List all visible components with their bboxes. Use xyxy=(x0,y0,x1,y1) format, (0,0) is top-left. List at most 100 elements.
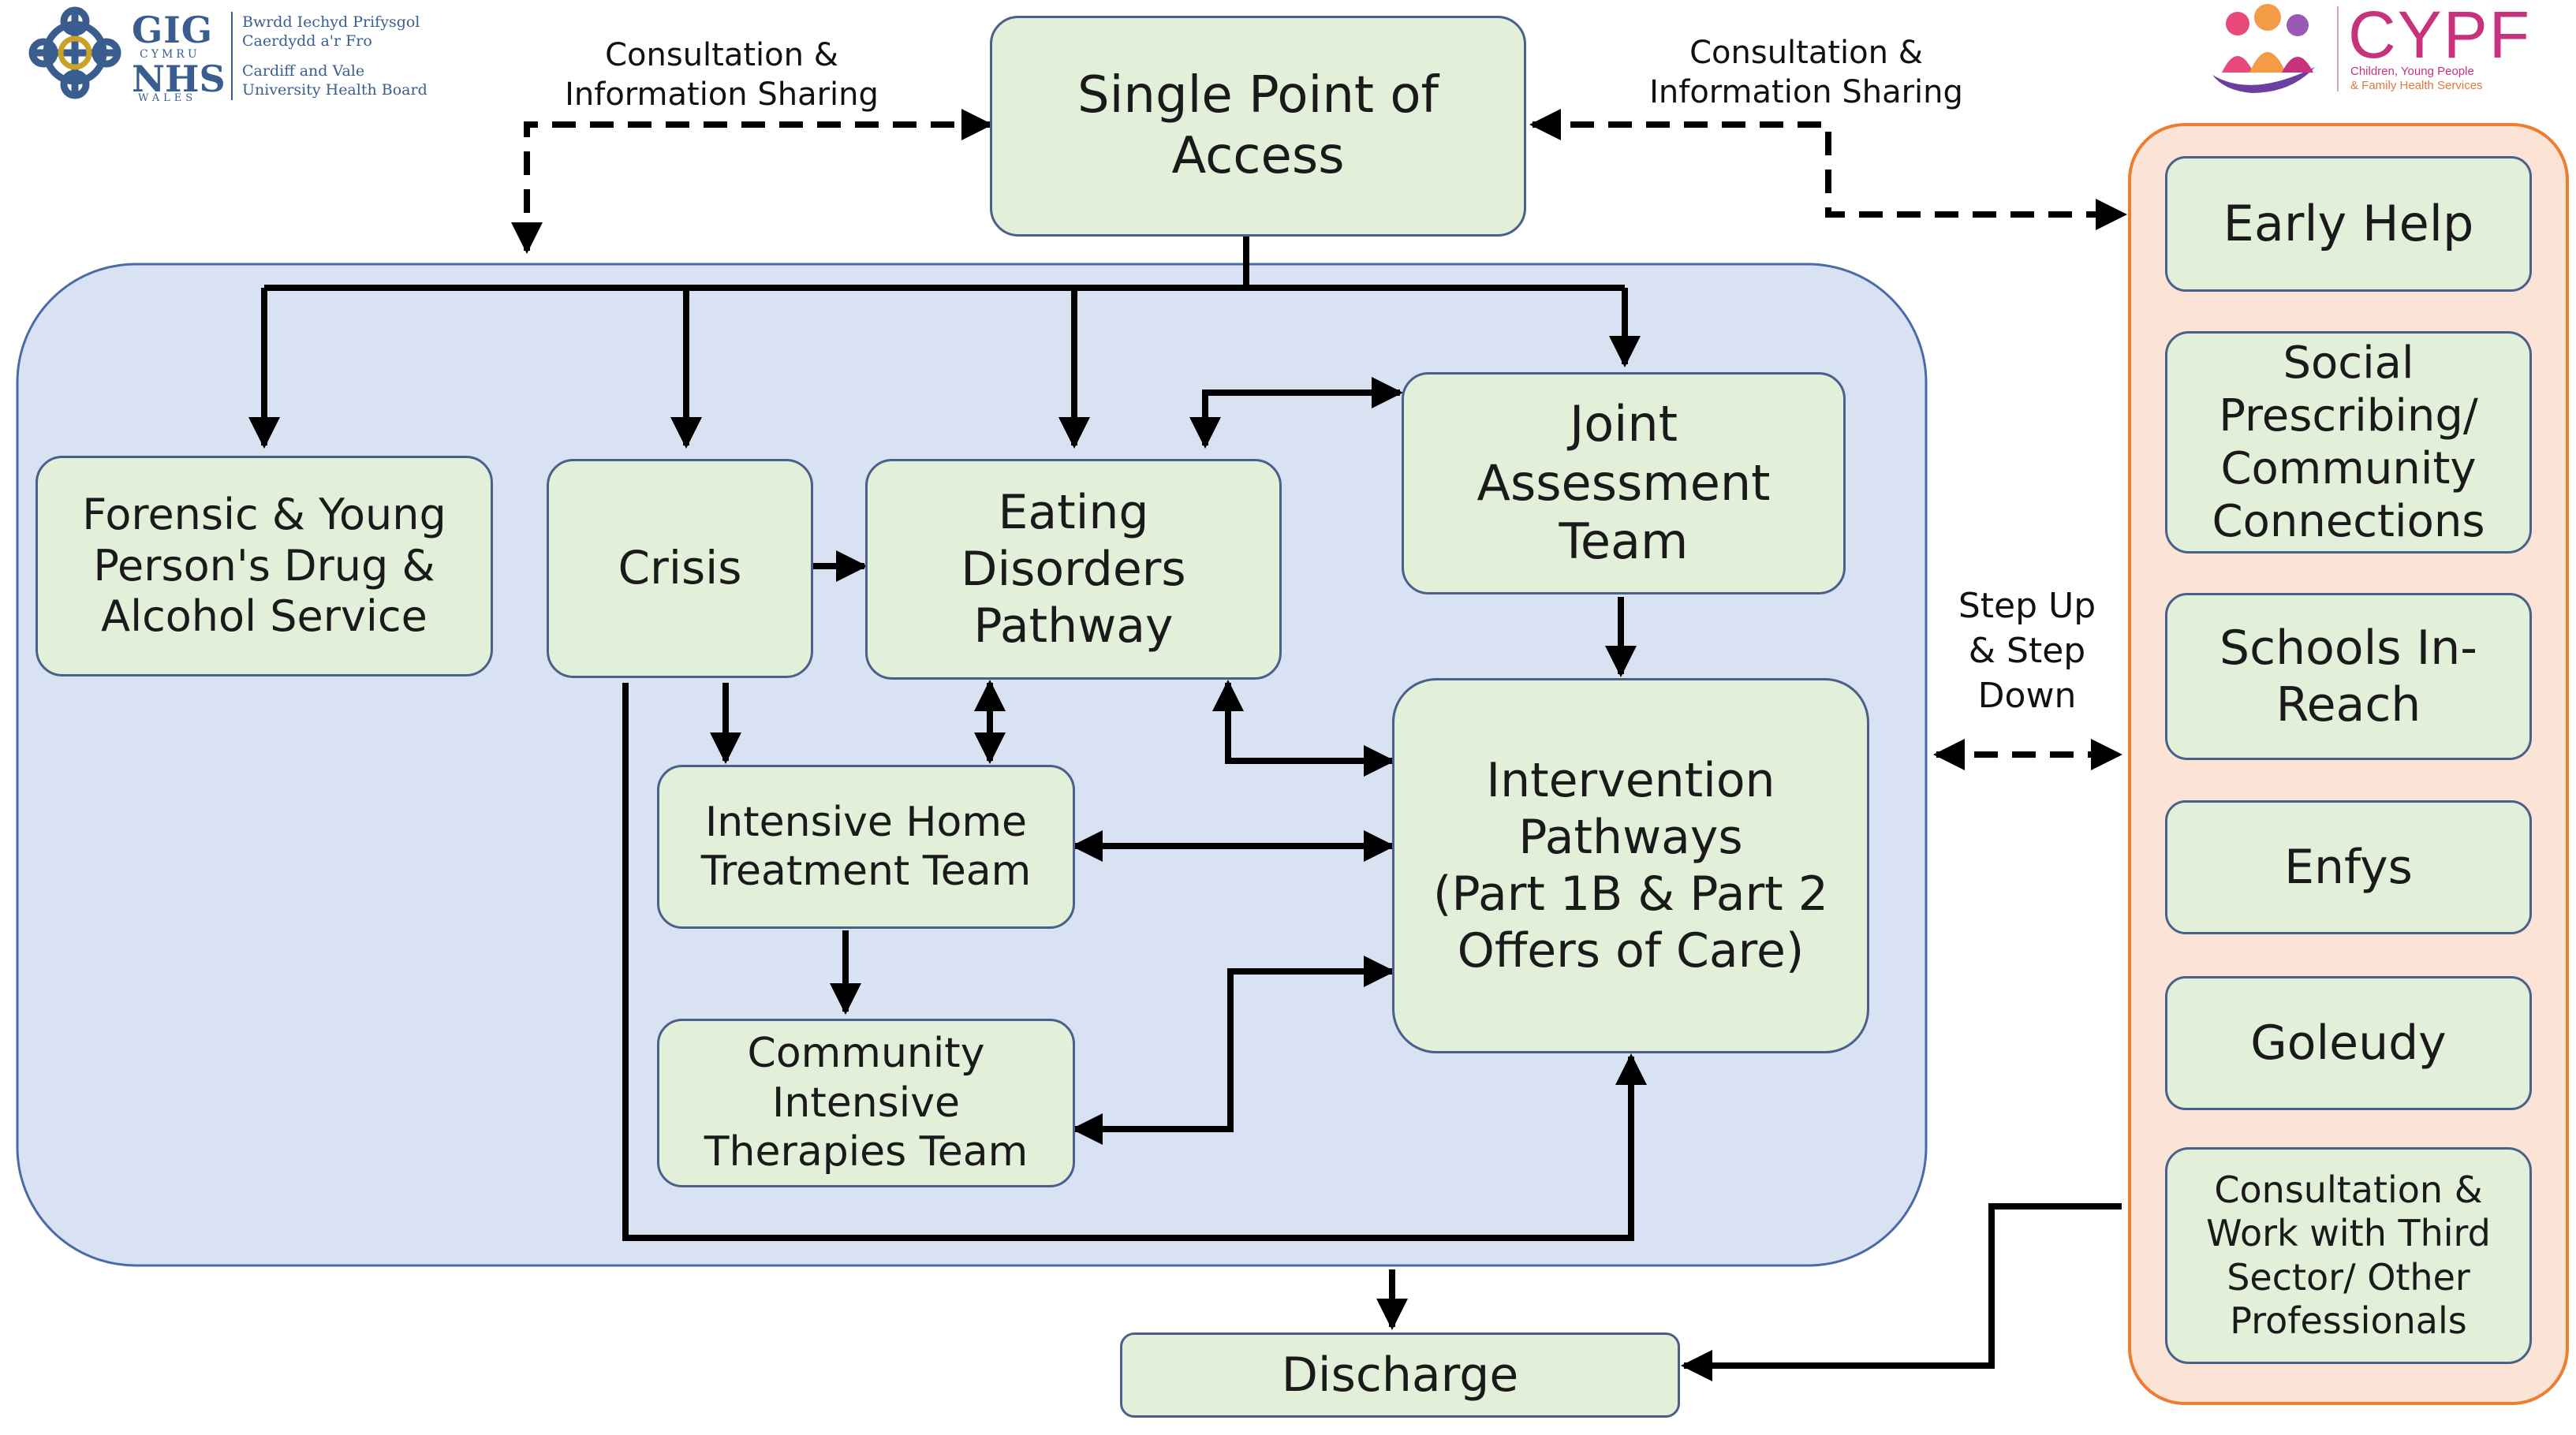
cypf-subtitle-line-2: & Family Health Services xyxy=(2350,79,2483,92)
node-text-line: Person's Drug & xyxy=(93,540,435,591)
edge-label-right-consultation: Consultation & Information Sharing xyxy=(1633,33,1980,112)
dashed-arrow-left-consultation xyxy=(511,109,993,254)
edge-label-step-line-3: Down xyxy=(1977,676,2077,717)
node-text-line: Intervention xyxy=(1486,753,1775,808)
cypf-subtitle-line-1: Children, Young People xyxy=(2350,65,2474,78)
node-text-line: Forensic & Young xyxy=(82,489,446,539)
node-text-line: (Part 1B & Part 2 xyxy=(1433,867,1828,922)
edge-label-step-line-1: Step Up xyxy=(1958,586,2096,626)
nhs-logo: GIG CYMRU NHS WALES Bwrdd Iechyd Prifysg… xyxy=(20,4,430,104)
edge-label-right-line-2: Information Sharing xyxy=(1649,74,1963,110)
node-text-line: Alcohol Service xyxy=(101,591,427,642)
nhs-text: NHS xyxy=(132,58,226,100)
node-text-line: Work with Third xyxy=(2206,1212,2491,1255)
node-discharge: Discharge xyxy=(1120,1332,1680,1418)
node-text-line: Offers of Care) xyxy=(1457,923,1805,978)
family-figures-icon xyxy=(2212,4,2315,93)
wales-text: WALES xyxy=(138,92,197,104)
node-text-line: Schools In- xyxy=(2219,621,2477,676)
edge-label-left-line-1: Consultation & xyxy=(605,37,838,73)
node-text-line: Reach xyxy=(2275,677,2421,732)
node-text-line: Consultation & xyxy=(2214,1168,2483,1212)
node-text-line: Assessment xyxy=(1477,453,1771,512)
node-text-line: Team xyxy=(1559,512,1689,571)
node-text-line: Discharge xyxy=(1281,1347,1519,1403)
node-text-line: Pathway xyxy=(973,598,1174,654)
node-text-line: Access xyxy=(1171,127,1345,185)
node-text-line: Intensive xyxy=(772,1079,960,1127)
node-goleudy: Goleudy xyxy=(2165,976,2532,1110)
cypf-title: CYPF xyxy=(2348,0,2532,72)
node-text-line: Single Point of xyxy=(1077,66,1439,125)
edge-label-step-up-step-down: Step Up & Step Down xyxy=(1925,583,2130,719)
node-text: Crisis xyxy=(618,541,741,596)
welsh-knot-emblem-icon xyxy=(28,6,121,99)
node-text-line: Connections xyxy=(2212,496,2485,548)
node-early-help: Early Help xyxy=(2165,156,2532,292)
bwrdd-line-1: Bwrdd Iechyd Prifysgol xyxy=(242,13,420,31)
edge-label-left-consultation: Consultation & Information Sharing xyxy=(552,35,891,114)
node-text-line: Treatment Team xyxy=(700,848,1032,895)
cypf-logo: CYPF Children, Young People & Family Hea… xyxy=(2205,0,2559,99)
edge-label-right-line-1: Consultation & xyxy=(1689,35,1923,71)
node-enfys: Enfys xyxy=(2165,800,2532,934)
node-text-line: Enfys xyxy=(2284,840,2413,895)
node-text: Early Help xyxy=(2223,195,2474,253)
node-text-line: Goleudy xyxy=(2250,1016,2447,1071)
node-text-line: Pathways xyxy=(1518,810,1743,865)
node-text-line: Sector/ Other xyxy=(2227,1255,2470,1299)
cymru-text: CYMRU xyxy=(140,48,200,61)
gig-text: GIG xyxy=(132,9,214,51)
node-text: Discharge xyxy=(1282,1347,1519,1403)
node-text-line: Social xyxy=(2283,337,2414,389)
cypf-divider xyxy=(2337,6,2339,91)
node-text-line: Prescribing/ xyxy=(2219,390,2478,442)
node-text-line: Community xyxy=(2220,443,2477,494)
node-text-line: Crisis xyxy=(618,541,742,595)
logo-divider xyxy=(231,12,233,100)
node-text-line: Professionals xyxy=(2230,1299,2467,1342)
node-text-line: Early Help xyxy=(2223,194,2474,252)
node-text-line: Disorders xyxy=(961,542,1186,597)
dashed-arrow-right-consultation xyxy=(1529,109,2127,230)
arrow-eating-joint-bidirectional xyxy=(1189,377,1403,449)
edge-label-left-line-2: Information Sharing xyxy=(565,76,879,113)
arrow-intervention-citt-bidirectional xyxy=(1071,956,1395,1145)
board-line-1: Cardiff and Vale xyxy=(242,62,365,80)
arrow-crisis-loop-to-intervention xyxy=(622,683,1647,1241)
arrow-consultation-to-discharge xyxy=(1681,1203,2122,1381)
node-schools-in-reach: Schools In-Reach xyxy=(2165,593,2532,760)
edge-label-step-line-2: & Step xyxy=(1968,631,2086,672)
node-text-line: Joint xyxy=(1569,395,1678,453)
node-text-line: Intensive Home xyxy=(704,798,1027,846)
node-text: Enfys xyxy=(2284,839,2413,896)
node-text: Goleudy xyxy=(2250,1015,2446,1072)
arrow-eating-intervention-bidirectional xyxy=(1212,680,1395,777)
board-line-2: University Health Board xyxy=(242,81,427,99)
node-text-line: Community xyxy=(747,1030,985,1078)
node-text-line: Therapies Team xyxy=(704,1128,1029,1176)
node-text: Schools In-Reach xyxy=(2219,620,2477,733)
node-text-line: Eating xyxy=(998,485,1149,540)
node-crisis: Crisis xyxy=(547,459,813,678)
bwrdd-line-2: Caerdydd a'r Fro xyxy=(242,32,372,50)
